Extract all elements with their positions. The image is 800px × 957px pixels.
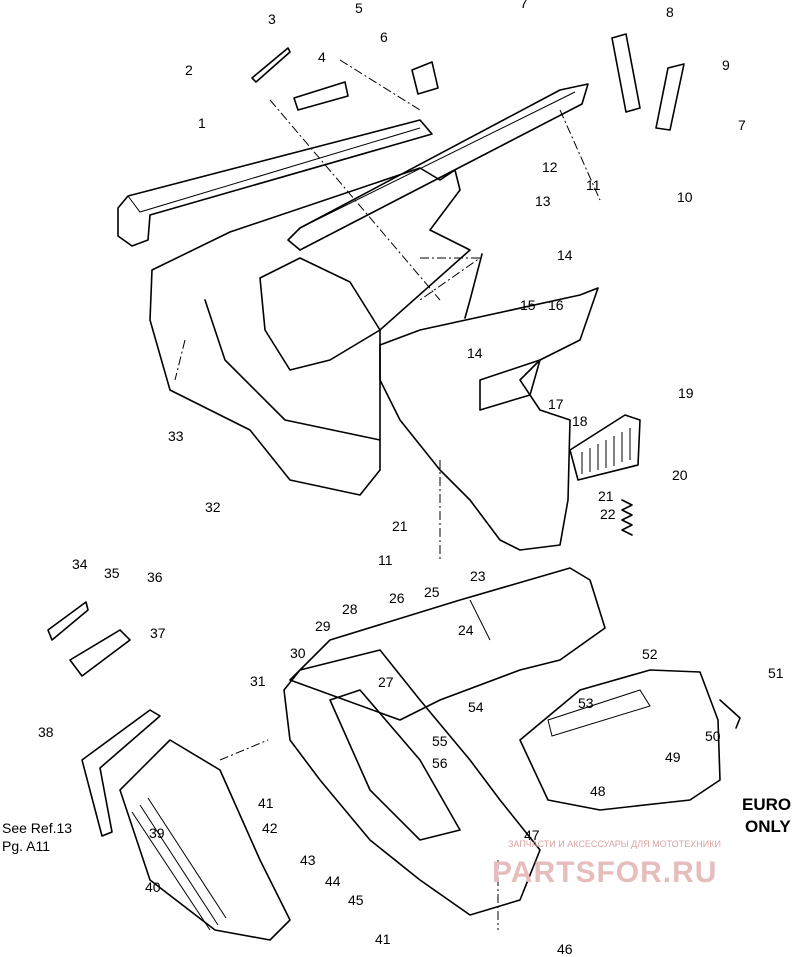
- part-35-strip: [47, 601, 89, 641]
- part-4-strip: [293, 81, 349, 111]
- part-label-24: 24: [458, 622, 474, 638]
- part-23-panel: [379, 287, 599, 551]
- part-label-5: 5: [355, 0, 363, 16]
- part-36-bracket: [69, 629, 131, 677]
- part-label-10: 10: [677, 189, 693, 205]
- part-label-39: 39: [149, 825, 165, 841]
- part-15-rod: [464, 253, 483, 319]
- part-label-25: 25: [424, 584, 440, 600]
- part-label-54: 54: [468, 699, 484, 715]
- watermark-logo: PARTSFOR.RU: [492, 856, 717, 889]
- part-32-shroud: [149, 167, 471, 496]
- part-label-44: 44: [325, 873, 341, 889]
- lower-assembly: [47, 567, 741, 941]
- part-label-38: 38: [38, 724, 54, 740]
- part-label-20: 20: [672, 467, 688, 483]
- part-label-43: 43: [300, 852, 316, 868]
- part-label-52: 52: [642, 646, 658, 662]
- part-label-21: 21: [392, 518, 408, 534]
- part-label-4: 4: [318, 49, 326, 65]
- part-label-41: 41: [258, 795, 274, 811]
- part-label-56: 56: [432, 755, 448, 771]
- part-label-37: 37: [150, 625, 166, 641]
- part-label-11: 11: [586, 177, 601, 193]
- part-label-1: 1: [198, 115, 206, 131]
- part-label-6: 6: [380, 29, 388, 45]
- part-3-strip: [251, 47, 291, 83]
- watermark-tagline: ЗАПЧАСТИ И АКСЕССУАРЫ ДЛЯ МОТОТЕХНИКИ: [508, 839, 721, 849]
- part-label-51: 51: [768, 665, 784, 681]
- part-label-3: 3: [268, 11, 276, 27]
- part-label-7: 7: [520, 0, 528, 11]
- part-label-22: 22: [600, 506, 616, 522]
- part-40-nosecone: [119, 739, 291, 941]
- part-label-28: 28: [342, 601, 358, 617]
- part-label-18: 18: [572, 413, 588, 429]
- part-label-34: 34: [72, 556, 88, 572]
- part-label-14: 14: [467, 345, 483, 361]
- euro-only-line1: EURO: [742, 795, 791, 814]
- part-label-2: 2: [185, 62, 193, 78]
- part-label-15: 15: [520, 297, 536, 313]
- part-label-30: 30: [290, 645, 306, 661]
- part-label-29: 29: [315, 618, 331, 634]
- part-label-21: 21: [598, 488, 614, 504]
- part-1-rail: [117, 119, 433, 247]
- part-51-hook: [719, 699, 741, 729]
- part-label-16: 16: [548, 297, 564, 313]
- part-label-9: 9: [722, 57, 730, 73]
- part-49-side-tank: [519, 669, 721, 811]
- euro-only-note: EURO ONLY: [742, 795, 791, 836]
- part-label-13: 13: [535, 193, 551, 209]
- upper-assembly: [117, 33, 685, 560]
- part-label-48: 48: [590, 783, 606, 799]
- part-label-53: 53: [578, 695, 594, 711]
- part-25-hood: [289, 567, 606, 721]
- part-label-46: 46: [557, 941, 573, 957]
- reference-note: See Ref.13 Pg. A11: [2, 820, 72, 854]
- part-38-bumper: [81, 709, 161, 837]
- part-label-33: 33: [168, 428, 184, 444]
- part-label-49: 49: [665, 749, 681, 765]
- part-label-17: 17: [548, 396, 564, 412]
- part-19-grille: [569, 414, 641, 481]
- part-label-50: 50: [705, 728, 721, 744]
- part-label-23: 23: [470, 568, 486, 584]
- part-label-11: 11: [378, 552, 393, 568]
- part-label-8: 8: [666, 4, 674, 20]
- part-label-32: 32: [205, 499, 221, 515]
- part-label-40: 40: [145, 879, 161, 895]
- part-label-31: 31: [250, 673, 266, 689]
- part-label-27: 27: [378, 674, 394, 690]
- part-label-7: 7: [738, 117, 746, 133]
- part-label-19: 19: [678, 385, 694, 401]
- part-20-spring: [621, 499, 633, 536]
- part-label-36: 36: [147, 569, 163, 585]
- reference-note-line1: See Ref.13: [2, 820, 72, 836]
- part-label-26: 26: [389, 590, 405, 606]
- part-label-41: 41: [375, 931, 391, 947]
- part-label-14: 14: [557, 247, 573, 263]
- euro-only-line2: ONLY: [745, 817, 791, 836]
- part-label-47: 47: [524, 827, 540, 843]
- part-label-45: 45: [348, 892, 364, 908]
- part-label-35: 35: [104, 565, 120, 581]
- part-41-body: [283, 649, 541, 916]
- part-label-55: 55: [432, 733, 448, 749]
- part-label-12: 12: [542, 159, 558, 175]
- watermark: ЗАПЧАСТИ И АКСЕССУАРЫ ДЛЯ МОТОТЕХНИКИ PA…: [492, 839, 721, 889]
- part-8-bracket: [611, 33, 641, 113]
- part-9-handle: [655, 63, 685, 131]
- part-label-42: 42: [262, 820, 278, 836]
- reference-note-line2: Pg. A11: [2, 838, 50, 854]
